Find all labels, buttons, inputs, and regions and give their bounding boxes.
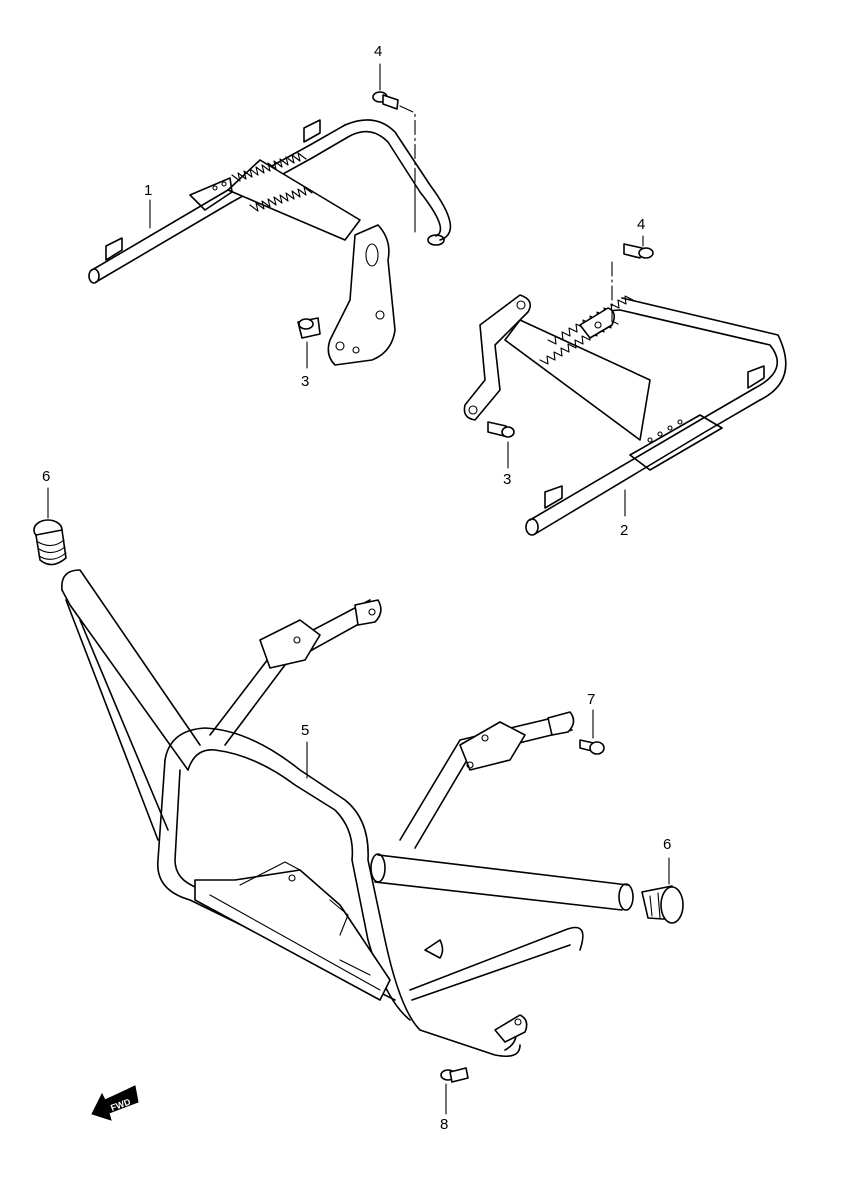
callout-3-upper: 3 (301, 373, 310, 390)
callout-7: 7 (587, 691, 596, 708)
guard-frame (61, 569, 634, 1058)
bolt-4-upper (372, 91, 399, 110)
callout-2: 2 (620, 522, 629, 539)
footrest-bracket-left (88, 119, 452, 366)
bolt-7 (579, 739, 605, 755)
fwd-arrow-icon: FWD (91, 1085, 139, 1121)
callout-5: 5 (301, 722, 310, 739)
callout-6-left: 6 (42, 468, 51, 485)
callout-6-right: 6 (663, 836, 672, 853)
plug-cap-left (33, 519, 67, 566)
callout-1: 1 (144, 182, 153, 199)
callout-8: 8 (440, 1116, 449, 1133)
plug-cap-right (641, 885, 684, 924)
bolt-3-right (487, 421, 515, 438)
bolt-3-upper (297, 317, 321, 339)
bolt-4-right (623, 243, 654, 259)
callout-4-right: 4 (637, 216, 646, 233)
footrest-bracket-right (463, 294, 787, 536)
bolt-8 (440, 1067, 469, 1083)
callout-3-right: 3 (503, 471, 512, 488)
callout-4-upper: 4 (374, 43, 383, 60)
